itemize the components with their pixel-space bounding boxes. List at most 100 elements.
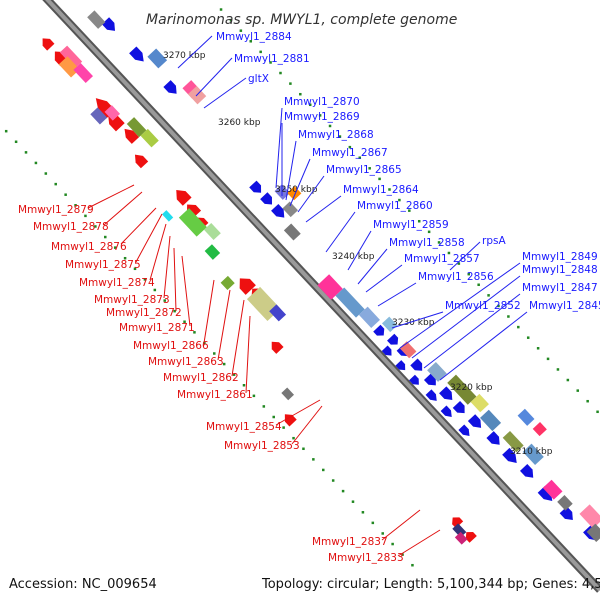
leader-line <box>357 248 388 285</box>
leader-line <box>231 299 245 377</box>
scale-tick-label: 3220 kbp <box>450 383 493 393</box>
gene-label: Mmwyl1_2873 <box>94 294 170 306</box>
tick-dot <box>282 426 285 429</box>
leader-line <box>195 57 233 97</box>
tick-dot <box>576 389 580 392</box>
gene-feature <box>517 408 535 426</box>
scale-tick-label: 3230 kbp <box>392 318 435 328</box>
gene-features <box>42 10 600 545</box>
gene-arrow <box>387 333 399 345</box>
tick-dot <box>123 256 127 260</box>
leader-line <box>297 175 325 213</box>
gene-feature <box>335 287 365 318</box>
tick-dot <box>388 188 391 191</box>
tick-dot <box>193 331 196 334</box>
gene-feature <box>522 443 544 466</box>
gene-label: Mmwyl1_2860 <box>357 200 433 212</box>
tick-dot <box>596 410 599 414</box>
tick-dot <box>24 151 28 154</box>
gene-arrow <box>559 506 573 521</box>
gene-arrow <box>458 424 470 436</box>
gene-feature <box>178 208 207 237</box>
tick-dot <box>279 71 282 75</box>
gene-arrow <box>502 447 517 464</box>
tick-dot <box>331 479 335 482</box>
gene-arrow <box>239 278 256 295</box>
tick-dot <box>457 262 461 265</box>
scale-tick-label: 3210 kbp <box>510 447 553 457</box>
gene-label: Mmwyl1_2868 <box>298 129 374 141</box>
leader-line <box>163 235 171 299</box>
gene-feature <box>532 422 547 437</box>
gene-label: Mmwyl1_2863 <box>148 356 224 368</box>
gene-feature <box>586 523 600 543</box>
tick-dot <box>54 182 57 186</box>
gene-feature <box>203 222 221 241</box>
tick-dot <box>338 135 342 138</box>
leader-line <box>423 293 521 369</box>
leader-line <box>347 230 372 271</box>
tick-dot <box>348 145 352 149</box>
gene-feature <box>126 117 147 138</box>
tick-dot <box>517 325 520 329</box>
tick-dot <box>546 357 550 361</box>
tick-dot <box>242 384 246 387</box>
gene-feature <box>381 316 398 333</box>
tick-dot <box>556 368 560 371</box>
genome-backbone <box>42 0 600 593</box>
tick-dot <box>173 309 176 313</box>
tick-dot <box>153 288 157 292</box>
gene-arrow <box>249 180 262 193</box>
tick-dot <box>427 230 431 234</box>
gene-label: Mmwyl1_2845 <box>529 300 600 312</box>
leader-line <box>87 184 135 209</box>
gene-label: rpsA <box>482 235 506 247</box>
scale-tick-label: 3260 kbp <box>218 118 261 128</box>
tick-dot <box>322 468 325 472</box>
leader-line <box>291 405 323 445</box>
leader-line <box>377 282 417 307</box>
gene-label: Mmwyl1_2861 <box>177 389 253 401</box>
tick-dot <box>229 18 233 22</box>
tick-dot <box>143 278 147 281</box>
gene-feature <box>542 479 563 500</box>
tick-dot <box>477 283 480 287</box>
gene-arrow <box>520 464 534 478</box>
tick-dot <box>292 436 295 440</box>
gene-label: Mmwyl1_2852 <box>445 300 521 312</box>
tick-dot <box>318 114 322 117</box>
gene-arrow <box>134 154 149 169</box>
gene-feature <box>281 387 295 401</box>
leader-line <box>275 107 283 189</box>
gene-arrow <box>260 192 272 205</box>
gene-label: Mmwyl1_2864 <box>343 184 419 196</box>
tick-dot <box>312 458 315 461</box>
gene-label: Mmwyl1_2878 <box>33 221 109 233</box>
tick-dot <box>104 235 107 239</box>
leader-line <box>120 207 157 245</box>
gene-label: Mmwyl1_2870 <box>284 96 360 108</box>
gene-feature <box>90 107 108 125</box>
gene-label: Mmwyl1_2869 <box>284 111 360 123</box>
gene-arrow <box>42 38 55 51</box>
leader-line <box>203 279 215 344</box>
gene-label: Mmwyl1_2862 <box>163 372 239 384</box>
tick-dot <box>417 219 421 223</box>
tick-dot <box>497 304 500 308</box>
gene-feature <box>447 374 477 405</box>
tick-dot <box>219 8 223 11</box>
gene-feature <box>557 495 573 511</box>
gene-label: Mmwyl1_2833 <box>328 552 404 564</box>
gene-label: Mmwyl1_2856 <box>418 271 494 283</box>
tick-dot <box>401 553 404 556</box>
gene-arrow <box>410 358 423 371</box>
scale-tick-label: 3240 kbp <box>332 252 375 262</box>
gene-feature <box>140 128 159 148</box>
gene-arrow <box>176 189 192 206</box>
tick-dot <box>272 415 275 419</box>
gene-arrow <box>101 17 116 31</box>
gene-label: Mmwyl1_2867 <box>312 147 388 159</box>
tick-dot <box>341 489 345 493</box>
tick-dot <box>361 511 365 514</box>
gene-feature <box>399 341 417 359</box>
